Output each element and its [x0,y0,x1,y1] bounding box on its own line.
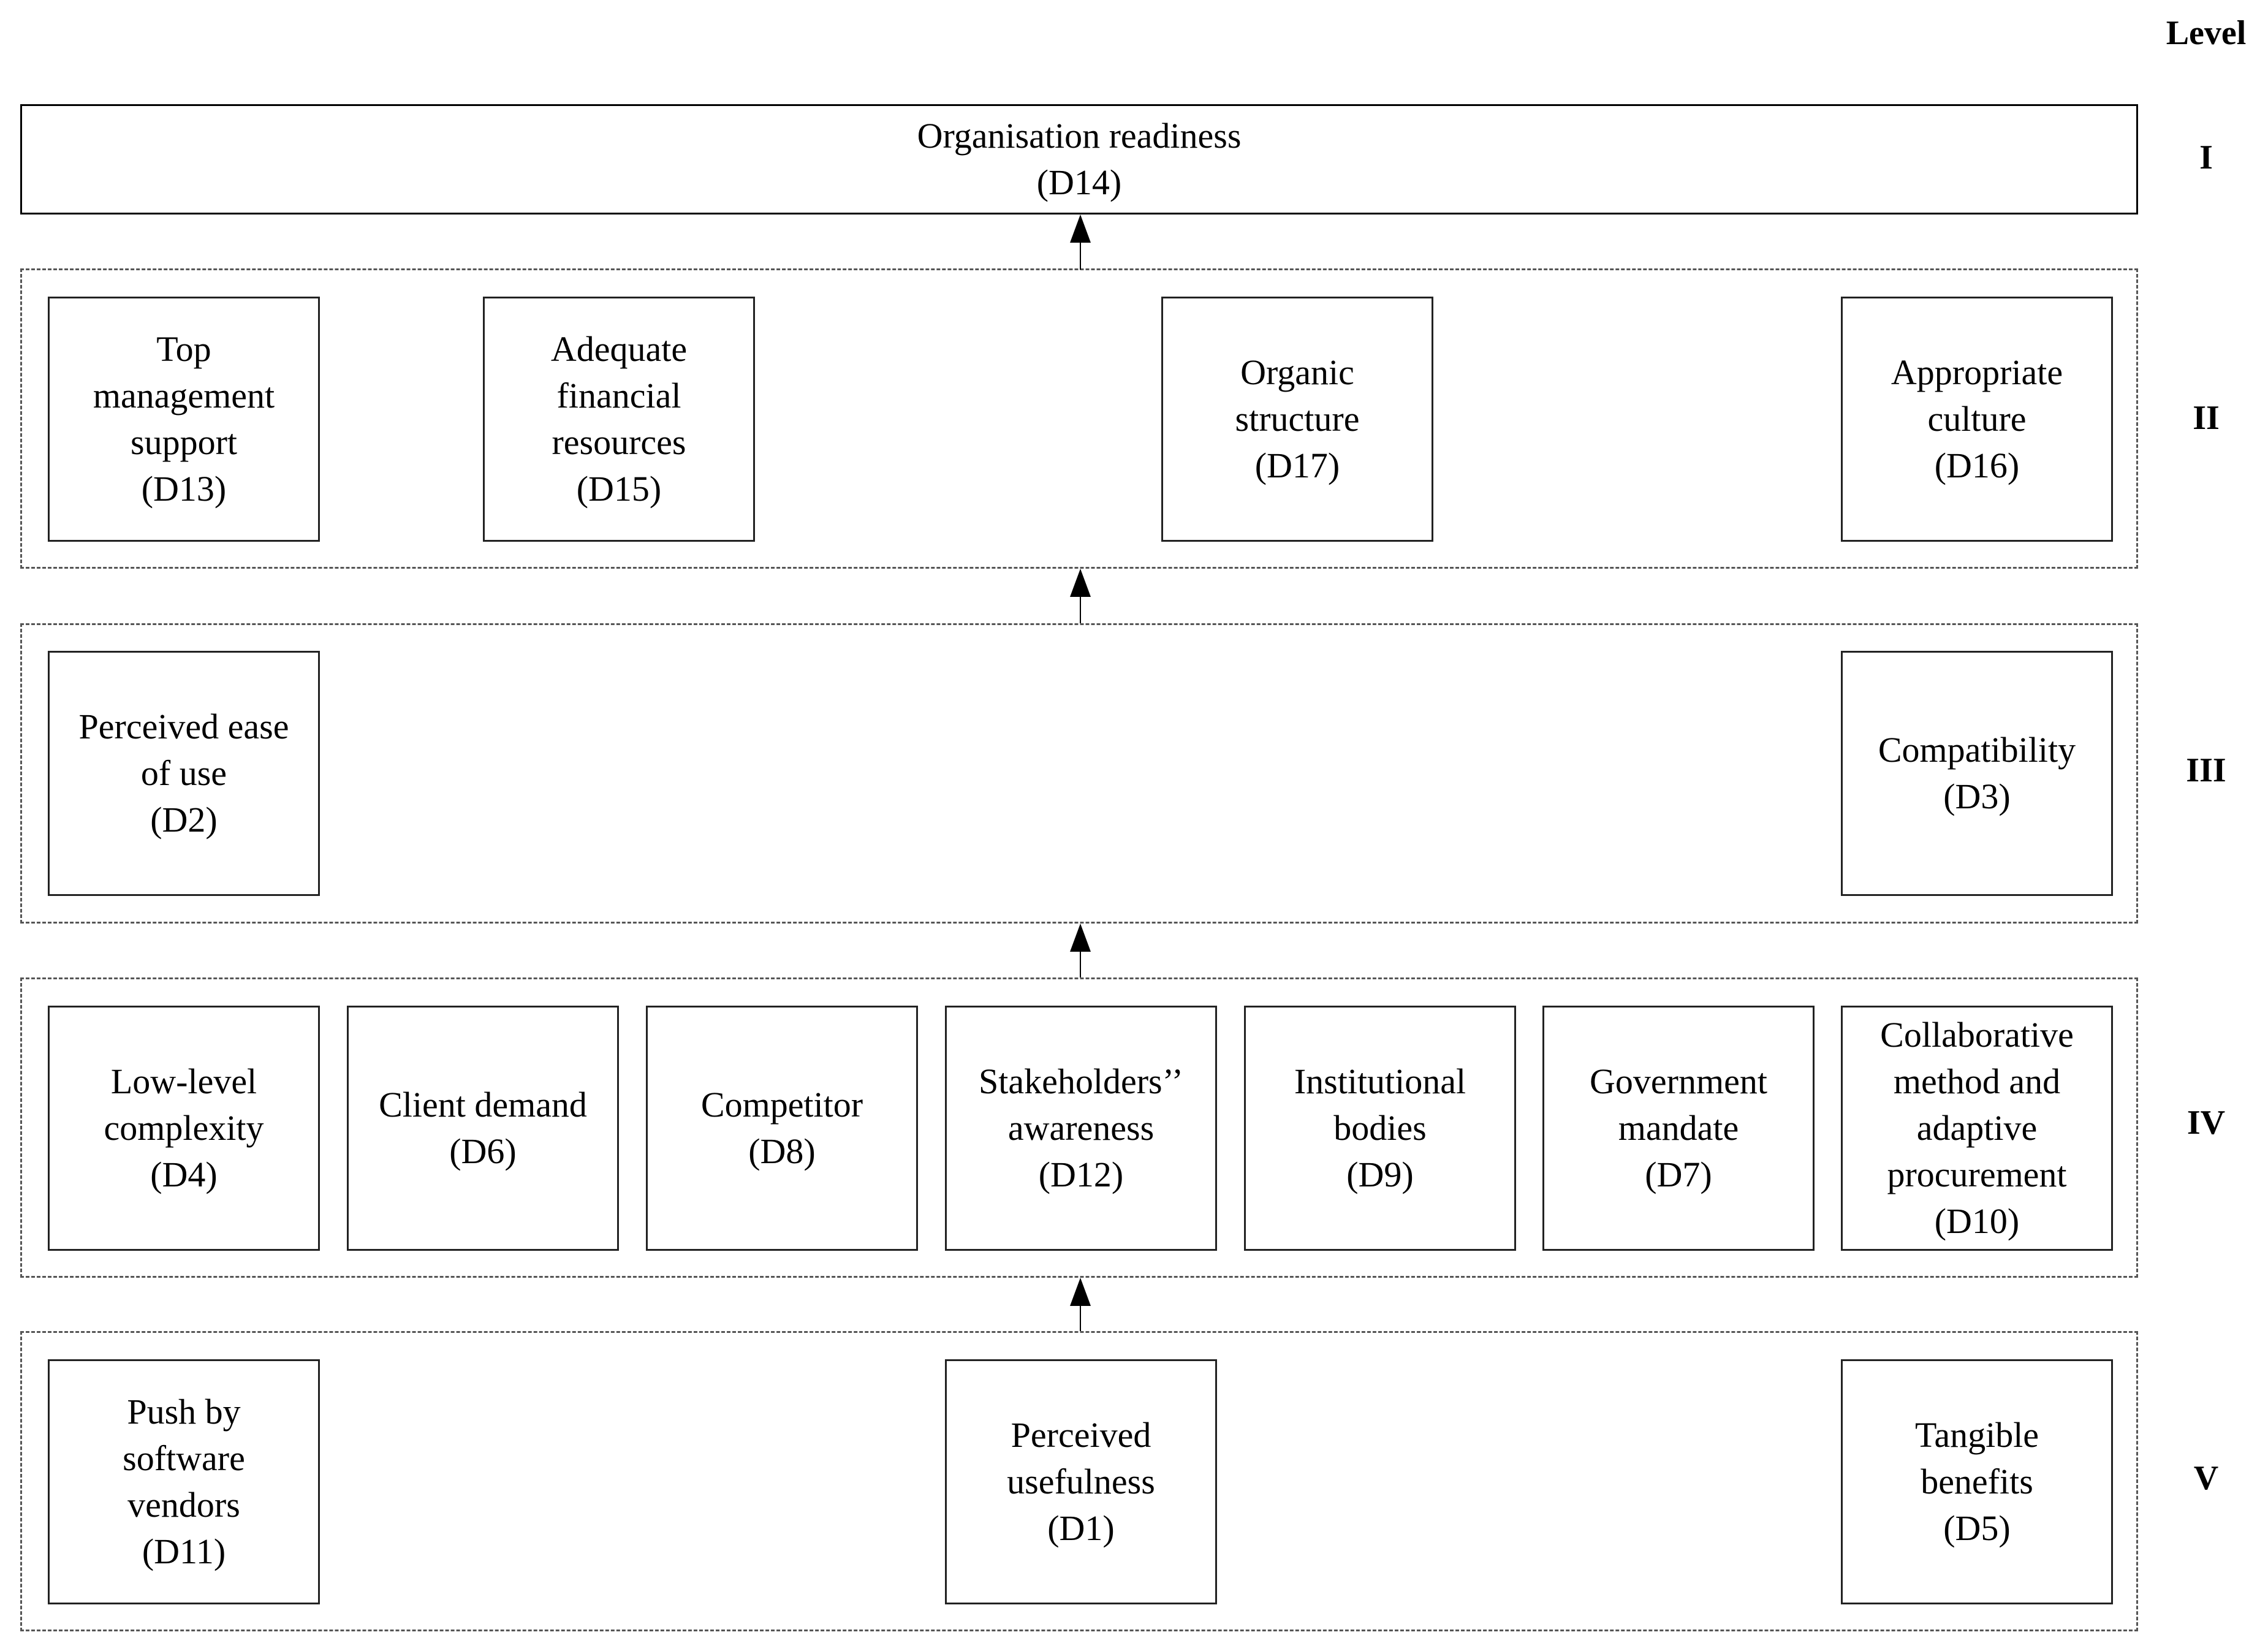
node-code: (D1) [1047,1508,1115,1548]
node-line: Adequate [550,329,688,369]
node-government-mandate: Government mandate (D7) [1542,1006,1815,1251]
node-line: vendors [127,1485,240,1525]
node-line: Appropriate [1891,352,2063,392]
node-top-management-support: Top management support (D13) [48,297,320,542]
level-numeral-2: II [2193,399,2220,437]
node-code: (D10) [1934,1201,2020,1241]
node-code: (D13) [141,469,227,509]
node-code: (D5) [1943,1508,2011,1548]
node-line: mandate [1618,1108,1739,1148]
node-line: Top [156,329,211,369]
node-code: (D15) [576,469,662,509]
node-line: Perceived [1011,1415,1151,1455]
node-code: (D17) [1254,446,1340,485]
arrow-line-2-to-1 [1080,239,1081,270]
arrow-line-5-to-4 [1080,1305,1081,1331]
node-line: Push by [127,1392,241,1432]
node-line: management [93,376,275,415]
arrowhead-4-to-3 [1070,924,1091,952]
node-appropriate-culture: Appropriate culture (D16) [1841,297,2113,542]
node-line: culture [1927,399,2027,439]
node-adequate-financial-resources: Adequate financial resources (D15) [483,297,755,542]
node-line: support [131,422,237,462]
node-perceived-ease-of-use: Perceived ease of use (D2) [48,651,320,896]
group-level-4 [20,977,2138,1278]
arrow-line-4-to-3 [1080,951,1081,977]
node-push-by-software-vendors: Push by software vendors (D11) [48,1359,320,1604]
node-code: (D3) [1943,776,2011,816]
node-line: Compatibility [1878,730,2076,770]
node-line: Institutional [1294,1061,1466,1101]
level-numeral-3: III [2186,751,2226,789]
node-stakeholders-awareness: Stakeholders’’ awareness (D12) [945,1006,1217,1251]
node-line: method and [1893,1061,2061,1101]
arrowhead-3-to-2 [1070,569,1091,597]
node-code: (D4) [150,1155,218,1194]
node-line: Organic [1240,352,1354,392]
node-line: Low-level [110,1061,257,1101]
group-level-3 [20,623,2138,924]
node-client-demand: Client demand (D6) [347,1006,619,1251]
node-low-level-complexity: Low-level complexity (D4) [48,1006,320,1251]
node-code: (D9) [1346,1155,1414,1194]
group-level-5 [20,1331,2138,1631]
level-numeral-4: IV [2186,1104,2226,1142]
node-line: structure [1235,399,1360,439]
node-code: (D12) [1038,1155,1124,1194]
node-compatibility: Compatibility (D3) [1841,651,2113,896]
node-line: Stakeholders’’ [979,1061,1183,1101]
node-line: resources [552,422,686,462]
level-numeral-5: V [2193,1459,2219,1497]
node-line: adaptive [1916,1108,2038,1148]
node-line: Government [1590,1061,1767,1101]
node-line: Client demand [379,1085,587,1125]
group-level-2 [20,268,2138,569]
node-line: usefulness [1007,1462,1155,1501]
node-code: (D16) [1934,446,2020,485]
node-code: (D7) [1645,1155,1712,1194]
node-organic-structure: Organic structure (D17) [1161,297,1433,542]
node-code: (D11) [142,1531,226,1571]
node-line: procurement [1887,1155,2067,1194]
node-code: (D2) [150,800,218,840]
node-line: Tangible [1914,1415,2039,1455]
level-header: Level [2166,14,2247,52]
node-line: complexity [104,1108,264,1148]
arrowhead-5-to-4 [1070,1278,1091,1306]
node-line: of use [140,753,227,793]
node-line: awareness [1007,1108,1155,1148]
node-line: Competitor [700,1085,863,1125]
level-numeral-1: I [2199,138,2213,176]
node-tangible-benefits: Tangible benefits (D5) [1841,1359,2113,1604]
node-line: financial [556,376,681,415]
node-line: bodies [1333,1108,1427,1148]
node-line: software [123,1438,245,1478]
node-line: Perceived ease [78,707,289,746]
node-institutional-bodies: Institutional bodies (D9) [1244,1006,1516,1251]
arrowhead-2-to-1 [1070,214,1091,243]
node-code: (D6) [449,1131,517,1171]
node-line: benefits [1921,1462,2033,1501]
node-label: Organisation readiness [917,116,1242,156]
node-code: (D14) [1036,162,1122,202]
node-line: Collaborative [1880,1015,2074,1055]
arrow-line-3-to-2 [1080,596,1081,623]
node-perceived-usefulness: Perceived usefulness (D1) [945,1359,1217,1604]
node-competitor: Competitor (D8) [646,1006,918,1251]
node-organisation-readiness: Organisation readiness (D14) [20,104,2138,214]
node-code: (D8) [748,1131,816,1171]
node-collaborative-method: Collaborative method and adaptive procur… [1841,1006,2113,1251]
